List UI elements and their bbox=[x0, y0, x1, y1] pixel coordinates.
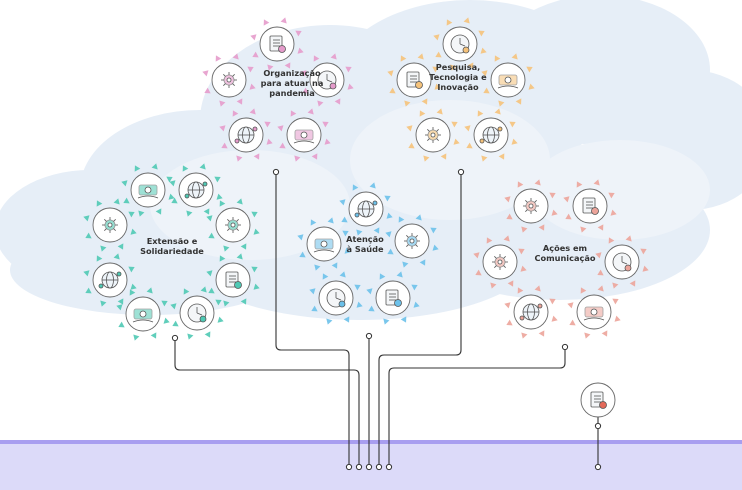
branch-node bbox=[365, 332, 373, 340]
group-label-line: pandemia bbox=[269, 88, 315, 98]
clock-gear-icon[interactable] bbox=[299, 52, 354, 107]
branch-node bbox=[272, 168, 280, 176]
group-label-line: à Saúde bbox=[346, 244, 383, 254]
group-label-line: Tecnologia e bbox=[429, 72, 487, 82]
root-node bbox=[375, 463, 383, 471]
video-call-icon[interactable] bbox=[594, 234, 649, 289]
gear-cycle-icon[interactable] bbox=[201, 52, 256, 107]
science-flask-icon[interactable] bbox=[432, 16, 487, 71]
standalone-layer bbox=[580, 382, 616, 471]
microscope-gear-icon[interactable] bbox=[463, 107, 518, 162]
dna-molecule-icon[interactable] bbox=[386, 52, 441, 107]
presentation-icon[interactable] bbox=[503, 178, 558, 233]
social-media-icon[interactable] bbox=[566, 284, 621, 339]
hospital-care-icon[interactable] bbox=[365, 270, 420, 325]
group-label-line: Extensão e bbox=[147, 236, 198, 246]
medicine-bottle-icon[interactable] bbox=[308, 270, 363, 325]
root-node bbox=[345, 463, 353, 471]
group-label-line: Ações em bbox=[543, 243, 587, 253]
group-label-line: Pesquisa, bbox=[436, 62, 480, 72]
face-mask-icon[interactable] bbox=[120, 162, 175, 217]
branch-line bbox=[275, 172, 350, 467]
newsletter-icon[interactable] bbox=[562, 178, 617, 233]
group-label-line: Organização bbox=[263, 68, 321, 78]
doctor-icon[interactable] bbox=[296, 216, 351, 271]
web-page-icon[interactable] bbox=[472, 234, 527, 289]
report-chart-icon[interactable] bbox=[480, 52, 535, 107]
group-people-icon[interactable] bbox=[205, 197, 260, 252]
scales-icon[interactable] bbox=[82, 252, 137, 307]
checklist-icon[interactable] bbox=[249, 16, 304, 71]
group-label-line: Atenção bbox=[346, 234, 384, 244]
headset-person-icon[interactable] bbox=[168, 162, 223, 217]
document-report-icon[interactable] bbox=[580, 382, 616, 471]
patient-bed-icon[interactable] bbox=[338, 181, 393, 236]
hand-gender-icon[interactable] bbox=[115, 286, 170, 341]
root-node bbox=[385, 463, 393, 471]
virus-lab-icon[interactable] bbox=[384, 213, 439, 268]
root-node bbox=[355, 463, 363, 471]
graduate-person-icon[interactable] bbox=[169, 285, 224, 340]
hands-together-icon[interactable] bbox=[205, 252, 260, 307]
branch-node bbox=[561, 343, 569, 351]
branch-line bbox=[388, 347, 566, 467]
ground-line bbox=[0, 440, 742, 444]
building-icon[interactable] bbox=[405, 107, 460, 162]
laptop-share-icon[interactable] bbox=[503, 284, 558, 339]
branch-lines bbox=[171, 168, 569, 471]
group-label-line: para atuar na bbox=[261, 78, 324, 88]
group-label-line: Inovação bbox=[437, 82, 479, 92]
branch-line bbox=[378, 172, 462, 467]
globe-network-icon[interactable] bbox=[218, 107, 273, 162]
money-hand-icon[interactable] bbox=[276, 107, 331, 162]
food-basket-icon[interactable] bbox=[82, 197, 137, 252]
group-label-line: Comunicação bbox=[534, 253, 595, 263]
branch-line bbox=[174, 338, 360, 467]
group-label-line: Solidariedade bbox=[140, 246, 204, 256]
root-node bbox=[365, 463, 373, 471]
branch-node bbox=[457, 168, 465, 176]
branch-node bbox=[171, 334, 179, 342]
